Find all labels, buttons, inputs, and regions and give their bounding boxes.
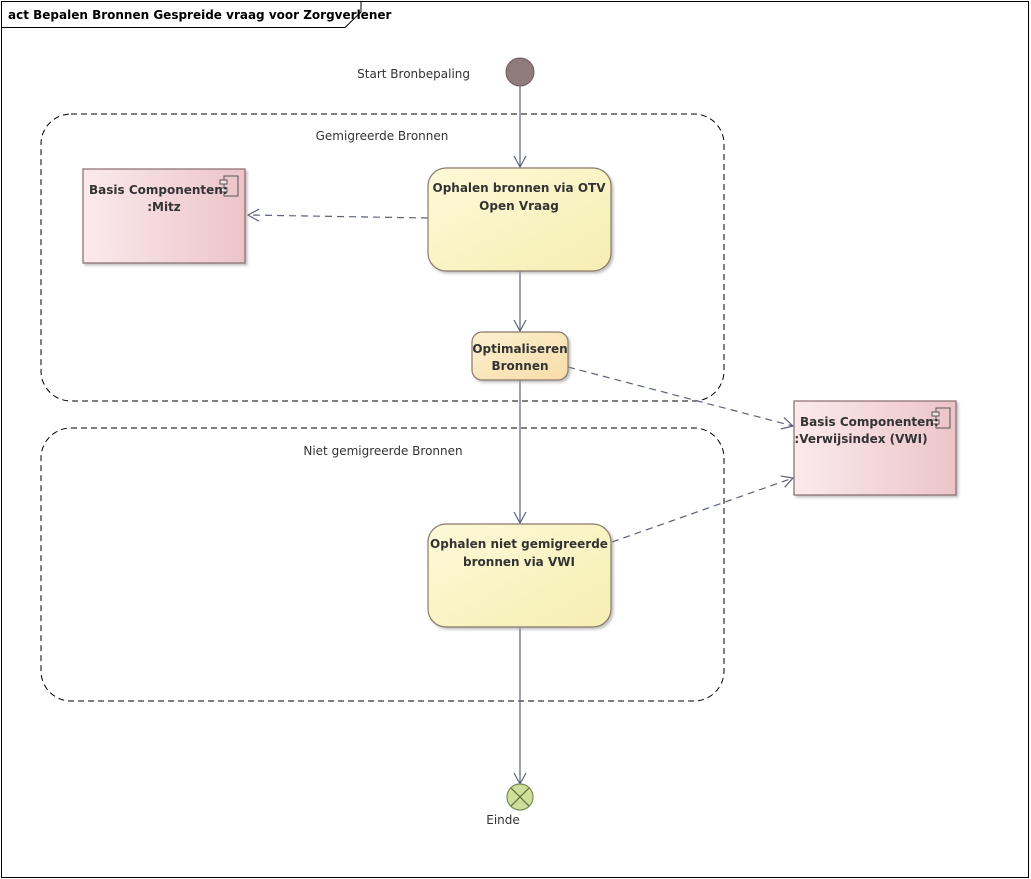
action-ophalen-vwi[interactable]: Ophalen niet gemigreerde bronnen via VWI: [427, 523, 612, 628]
dependency-to-mitz[interactable]: [246, 208, 429, 222]
component-vwi-line1: Basis Componenten:: [800, 415, 939, 429]
action-ophalen-vwi-box[interactable]: [427, 523, 612, 628]
component-mitz-line1: Basis Componenten:: [89, 183, 228, 197]
action-optimaliseren[interactable]: Optimaliseren Bronnen: [471, 331, 569, 381]
dependency-ophalen-to-vwi[interactable]: [611, 475, 795, 543]
component-icon: [931, 407, 951, 429]
initial-node[interactable]: [505, 57, 535, 87]
component-mitz[interactable]: Basis Componenten: :Mitz: [82, 168, 246, 264]
action-optimaliseren-box[interactable]: [471, 331, 569, 381]
action-optimaliseren-line2: Bronnen: [491, 359, 548, 373]
action-ophalen-otv[interactable]: Ophalen bronnen via OTV Open Vraag: [427, 167, 612, 272]
frame-title-tab: [1, 1, 362, 28]
region-label-niet-gemigreerd: Niet gemigreerde Bronnen: [303, 444, 462, 458]
component-mitz-box[interactable]: [82, 168, 246, 264]
region-niet-gemigreerde-bronnen[interactable]: [40, 427, 725, 702]
action-ophalen-otv-line1: Ophalen bronnen via OTV: [433, 181, 607, 195]
action-ophalen-otv-line2: Open Vraag: [479, 199, 559, 213]
component-vwi-box[interactable]: [793, 400, 957, 496]
final-node[interactable]: [506, 783, 534, 811]
end-label: Einde: [486, 813, 520, 827]
component-icon: [219, 175, 239, 197]
action-ophalen-vwi-line2: bronnen via VWI: [463, 555, 575, 569]
component-vwi-line2: :Verwijsindex (VWI): [794, 432, 927, 446]
frame-title: act Bepalen Bronnen Gespreide vraag voor…: [8, 8, 391, 22]
region-gemigreerde-bronnen[interactable]: [40, 113, 725, 402]
dependency-optimaliseren-to-vwi[interactable]: [567, 366, 795, 430]
start-label: Start Bronbepaling: [357, 67, 470, 81]
component-vwi[interactable]: Basis Componenten: :Verwijsindex (VWI): [793, 400, 957, 496]
action-optimaliseren-line1: Optimaliseren: [472, 342, 567, 356]
region-label-gemigreerd: Gemigreerde Bronnen: [316, 129, 449, 143]
component-mitz-line2: :Mitz: [147, 200, 181, 214]
action-ophalen-otv-box[interactable]: [427, 167, 612, 272]
action-ophalen-vwi-line1: Ophalen niet gemigreerde: [430, 537, 608, 551]
